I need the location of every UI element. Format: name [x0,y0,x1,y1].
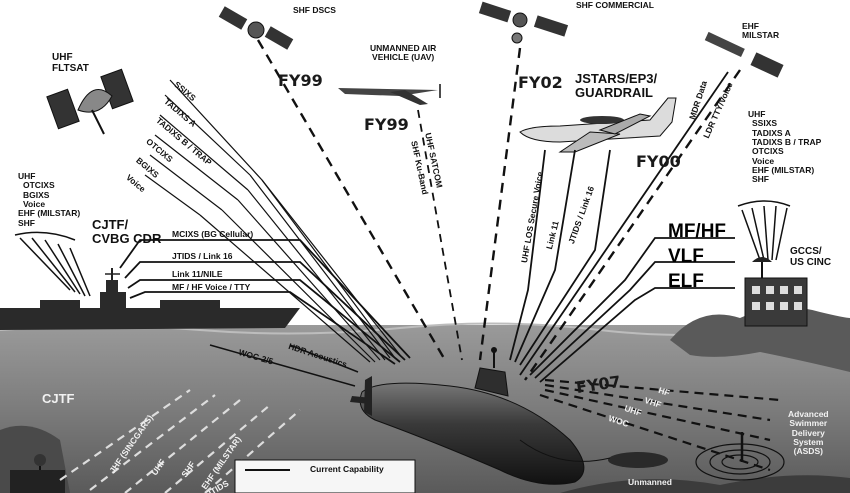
unmanned-label: Unmanned [628,477,672,487]
right-link-list: UHF SSIXS TADIXS A TADIXS B / TRAP OTCIX… [748,109,822,185]
right-link-voice: Voice [752,155,775,166]
uhf-fltsat-label: UHF FLTSAT [52,52,89,74]
aircraft-carrier-ship [0,268,300,330]
seabed [560,475,850,493]
gccs-building [744,257,808,327]
fy00-label: FY00 [636,152,681,171]
ehf-milstar-label: EHF MILSTAR [742,21,780,41]
milstar-satellite [704,31,784,78]
cjtf-cvbg-label: CJTF/ CVBG CDR [92,217,162,247]
cjtf-label: CJTF [42,391,75,406]
uav-aircraft [338,84,441,105]
shf-dscs-label: SHF DSCS [293,5,336,15]
unmanned-vehicle [519,439,668,468]
ship-link-mcixs: MCIXS (BG Cellular) [172,229,254,239]
uav-label: UNMANNED AIR VEHICLE (UAV) [370,43,437,63]
commercial-satellite [478,1,569,44]
fy99-uav-label: FY99 [364,115,409,134]
fy02-label: FY02 [518,73,563,92]
ship-link-jtids: JTIDS / Link 16 [172,251,233,261]
left-antenna-fan [14,231,91,297]
fltsat-satellite [46,68,134,135]
field-vehicle [10,454,65,493]
jstars-aircraft [519,97,677,153]
right-link-ehf: EHF (MILSTAR) [752,165,815,176]
ship-link-link11: Link 11/NILE [172,269,223,279]
jstars-label: JSTARS/EP3/ GUARDRAIL [575,71,658,101]
left-link-uhf: UHF [18,171,36,181]
right-link-shf: SHF [752,174,769,185]
band-elf: ELF [668,271,704,292]
left-link-voice: Voice [23,199,46,210]
left-link-shf: SHF [18,217,35,228]
right-link-tadixs-a: TADIXS A [752,127,791,138]
fy99-dscs-label: FY99 [278,71,323,90]
link-lines [59,39,781,493]
band-vlf: VLF [668,246,704,267]
dscs-satellite [218,6,294,50]
ship-link-mfhf: MF / HF Voice / TTY [172,282,251,292]
right-link-otcixs: OTCIXS [752,146,784,157]
left-link-list: UHF OTCIXS BGIXS Voice EHF (MILSTAR) SHF [18,171,81,228]
right-link-uhf: UHF [748,109,766,119]
left-link-otcixs: OTCIXS [23,180,55,191]
right-link-tadixs-b: TADIXS B / TRAP [752,137,822,148]
left-link-ehf: EHF (MILSTAR) [18,208,81,219]
submarine [350,347,585,485]
asds-label: Advanced Swimmer Delivery System (ASDS) [788,409,829,457]
right-link-ssixs: SSIXS [752,118,778,129]
band-mfhf: MF/HF [668,221,727,242]
left-link-bgixs: BGIXS [23,189,50,200]
right-antenna-fan [737,200,791,261]
legend-current-label: Current Capability [310,464,384,474]
legend [234,459,416,493]
asds-rings [695,432,785,481]
gccs-label: GCCS/ US CINC [790,246,832,268]
shf-commercial-label: SHF COMMERCIAL [576,0,654,10]
